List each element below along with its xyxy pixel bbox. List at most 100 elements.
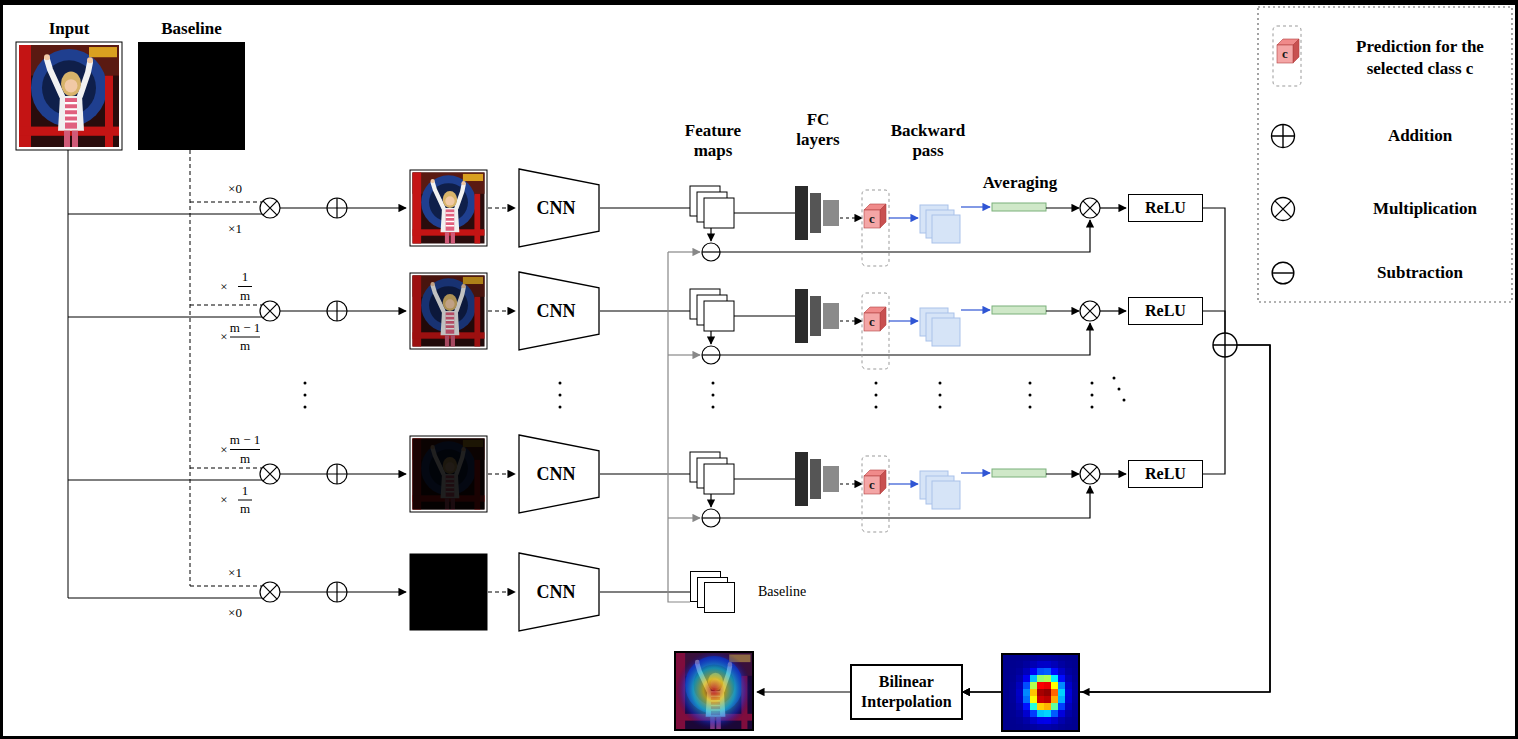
heatmap-cell (1030, 675, 1037, 682)
legend-text: Prediction for the selected class c (1333, 36, 1508, 80)
ellipsis-dots (1123, 399, 1126, 402)
input-image (16, 42, 122, 150)
ellipsis-dots (712, 394, 715, 397)
heatmap-cell (1002, 668, 1009, 675)
cube-face (864, 210, 880, 228)
connector (963, 311, 1270, 692)
heatmap-cell (1051, 703, 1058, 710)
heatmap-cell (1058, 675, 1065, 682)
node-label: CNN (537, 301, 582, 322)
heatmap-cell (1051, 675, 1058, 682)
heatmap-cell (1002, 703, 1009, 710)
legend-box (1273, 26, 1301, 86)
cnn-outline (519, 169, 599, 247)
cnn-trapezoid: CNN (518, 434, 600, 514)
heatmap-cell (1002, 696, 1009, 703)
node-label: CNN (537, 198, 582, 219)
input-image (16, 42, 122, 150)
weight-label: m (240, 502, 250, 517)
heatmap-cell (1009, 668, 1016, 675)
heatmap-cell (1058, 661, 1065, 668)
heatmap-cell (1009, 703, 1016, 710)
frame (0, 0, 1518, 5)
ellipsis-dots (559, 382, 562, 385)
result-image (675, 652, 753, 730)
relu-box: ReLU (1128, 194, 1203, 221)
ellipsis-dots (304, 406, 307, 409)
ellipsis-dots (1091, 394, 1094, 397)
heatmap-cell (1037, 675, 1044, 682)
scaled-image (413, 276, 485, 347)
cube-face (880, 470, 886, 494)
heatmap-cell (1009, 717, 1016, 724)
weight-label: ×0 (228, 182, 242, 197)
heatmap-cell (1030, 717, 1037, 724)
result-image (675, 652, 753, 730)
feature-map (705, 583, 735, 613)
heatmap-cell (1016, 696, 1023, 703)
node-label: Bilinear Interpolation (861, 672, 952, 712)
ellipsis-dots (1113, 377, 1116, 380)
heatmap-cell (1044, 710, 1051, 717)
cube-face (864, 313, 880, 331)
relu-box: ReLU (1128, 297, 1203, 324)
heatmap-cell (1016, 717, 1023, 724)
column-header: Backward pass (891, 121, 966, 160)
legend-box (1272, 262, 1294, 284)
ellipsis-dots (559, 394, 562, 397)
heatmap-cell (1002, 661, 1009, 668)
heatmap-cell (1058, 710, 1065, 717)
heatmap-cell (1044, 682, 1051, 689)
heatmap-cell (1016, 661, 1023, 668)
heatmap-cell (1051, 710, 1058, 717)
fraction-bar (238, 500, 252, 501)
heatmap-cell (1002, 710, 1009, 717)
heatmap-cell (1002, 675, 1009, 682)
heatmap-cell (1065, 703, 1072, 710)
image-heading: Baseline (758, 584, 806, 600)
weight-label: × (220, 330, 227, 345)
heatmap-cell (1023, 696, 1030, 703)
class-letter: c (1282, 47, 1288, 62)
heatmap-cell (1051, 696, 1058, 703)
weight-label: 1 (242, 484, 249, 499)
heatmap-cell (1016, 682, 1023, 689)
legend-box (1293, 39, 1299, 63)
heatmap-cell (1023, 668, 1030, 675)
heatmap-cell (1016, 710, 1023, 717)
heatmap-cell (1023, 661, 1030, 668)
heatmap-cell (1065, 654, 1072, 661)
heatmap-cell (1058, 682, 1065, 689)
ellipsis-dots (939, 406, 942, 409)
heatmap-cell (1058, 703, 1065, 710)
class-cube: c (864, 204, 886, 228)
figure-art (600, 452, 1126, 532)
scaled-image (410, 170, 487, 630)
heatmap-cell (1009, 661, 1016, 668)
heatmap-cell (1002, 654, 1009, 661)
heatmap-cell (1044, 689, 1051, 696)
heatmap-cell (1058, 689, 1065, 696)
input-image (19, 45, 119, 147)
ellipsis-dots (712, 382, 715, 385)
weight-label: m (240, 289, 250, 304)
heatmap-cell (1044, 661, 1051, 668)
heatmap-cell (1009, 654, 1016, 661)
weight-label: × (220, 493, 227, 508)
weight-label: ×1 (228, 566, 242, 581)
ellipsis-dots (939, 382, 942, 385)
node-label: ReLU (1145, 198, 1186, 217)
heatmap-cell (1044, 717, 1051, 724)
column-header: Feature maps (685, 121, 741, 160)
weight-label: m (240, 452, 250, 467)
baseline-image: Baseline (138, 42, 245, 150)
node-label: CNN (537, 464, 582, 485)
scaled-image (410, 273, 487, 349)
heatmap-cell (1051, 689, 1058, 696)
legend-text: Multiplication (1373, 198, 1477, 220)
cube-face (880, 204, 886, 228)
weight-label: ×1 (228, 222, 242, 237)
input-wires (68, 150, 190, 598)
process-box: Bilinear Interpolation (850, 664, 963, 720)
heatmap-cell (1023, 689, 1030, 696)
